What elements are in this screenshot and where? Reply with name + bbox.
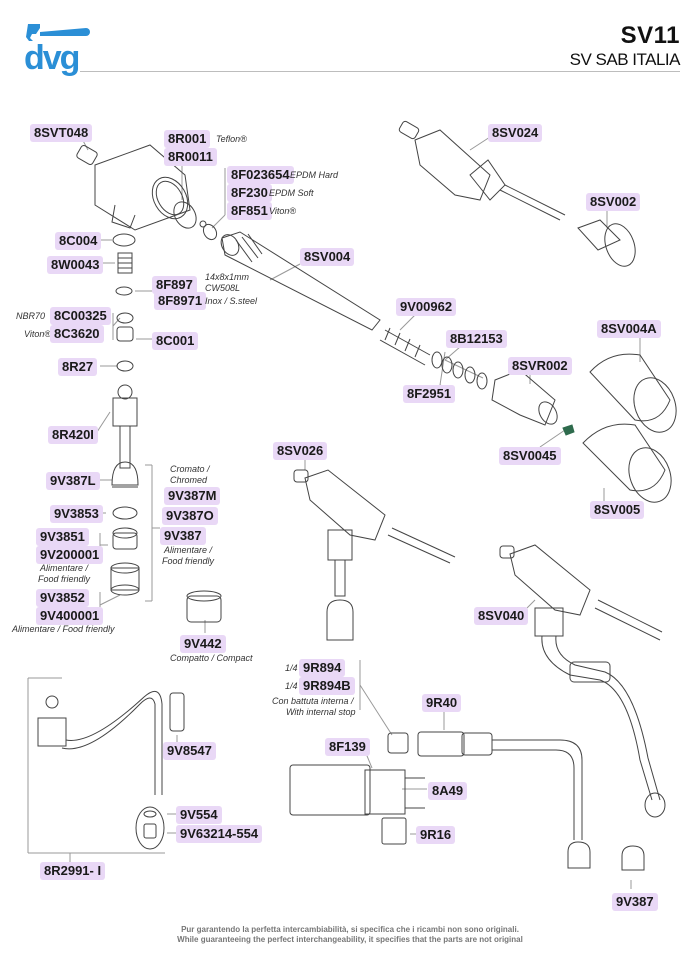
thread-note: 1/4	[285, 681, 298, 691]
dvg-logo	[26, 24, 90, 41]
valve-8SV026	[294, 470, 455, 640]
insert-9V8547	[170, 693, 184, 731]
part-label-9V00962[interactable]: 9V00962	[396, 298, 457, 316]
part-label-9V3852[interactable]: 9V3852	[36, 589, 89, 607]
food-note: Food friendly	[38, 574, 91, 584]
part-label-9R894B[interactable]: 9R894B	[299, 677, 355, 695]
part-label-9V387L[interactable]: 9V387L	[46, 472, 100, 490]
knob-8SV004A	[590, 354, 683, 438]
disclaimer-english: While guaranteeing the perfect interchan…	[177, 935, 523, 944]
solenoid-assembly	[290, 733, 425, 844]
material-note: EPDM Soft	[269, 188, 314, 198]
food-note: Alimentare /	[40, 563, 89, 573]
thread-note: 1/4	[285, 663, 298, 673]
part-label-9V8547[interactable]: 9V8547	[163, 742, 216, 760]
nozzle-9V387	[622, 846, 644, 870]
finish-note: Cromato /	[170, 464, 210, 474]
valve-body-8SVT048	[76, 144, 195, 230]
part-label-8R0011[interactable]: 8R0011	[164, 148, 217, 166]
part-label-9R894[interactable]: 9R894	[299, 659, 346, 677]
part-label-8C004[interactable]: 8C004	[55, 232, 102, 250]
part-label-8F023654[interactable]: 8F023654	[227, 166, 294, 184]
part-label-8F139[interactable]: 8F139	[325, 738, 370, 756]
part-label-8F897[interactable]: 8F897	[152, 276, 197, 294]
knob-8SV005	[583, 424, 678, 508]
part-label-9V387O[interactable]: 9V387O	[162, 507, 218, 525]
valve-8SV024	[398, 120, 565, 220]
part-label-9V387[interactable]: 9V387	[160, 527, 206, 545]
part-label-9V200001[interactable]: 9V200001	[36, 546, 104, 564]
food-note: Alimentare / Food friendly	[12, 624, 115, 634]
nut-8C001	[117, 327, 133, 341]
part-label-8SV040[interactable]: 8SV040	[474, 607, 529, 625]
material-note: Viton®	[24, 329, 51, 339]
part-label-8SVT048[interactable]: 8SVT048	[30, 124, 93, 142]
material-note: NBR70	[16, 311, 46, 321]
part-label-8F8971[interactable]: 8F8971	[154, 292, 207, 310]
valve-8SV040	[500, 545, 665, 817]
part-label-8SV0045[interactable]: 8SV0045	[499, 447, 561, 465]
part-label-8A49[interactable]: 8A49	[428, 782, 468, 800]
food-note: Alimentare /	[164, 545, 213, 555]
food-note: Food friendly	[162, 556, 215, 566]
part-label-8R27[interactable]: 8R27	[58, 358, 98, 376]
part-label-8F851[interactable]: 8F851	[227, 202, 272, 220]
part-label-8C001[interactable]: 8C001	[152, 332, 199, 350]
part-label-9R40[interactable]: 9R40	[422, 694, 462, 712]
part-label-8R001[interactable]: 8R001	[164, 130, 211, 148]
part-label-8SV026[interactable]: 8SV026	[273, 442, 328, 460]
part-label-8C00325[interactable]: 8C00325	[50, 307, 111, 325]
header-divider	[80, 71, 680, 72]
stop-note: Con battuta interna /	[272, 696, 354, 706]
spout-8R420I	[112, 385, 138, 487]
part-label-8SV004[interactable]: 8SV004	[300, 248, 355, 266]
clip-8SV0045	[563, 425, 574, 435]
stem-8SV004	[218, 231, 380, 330]
part-label-9V3851[interactable]: 9V3851	[36, 528, 89, 546]
part-label-8B12153[interactable]: 8B12153	[446, 330, 507, 348]
model-subtitle: SV SAB ITALIA	[569, 50, 681, 69]
part-label-8C3620[interactable]: 8C3620	[50, 325, 104, 343]
material-note: Inox / S.steel	[205, 296, 258, 306]
part-label-8W0043[interactable]: 8W0043	[47, 256, 104, 274]
part-label-8R420I[interactable]: 8R420I	[48, 426, 98, 444]
part-label-8F230[interactable]: 8F230	[227, 184, 272, 202]
disclaimer-italian: Pur garantendo la perfetta intercambiabi…	[181, 925, 519, 934]
part-label-9V442[interactable]: 9V442	[180, 635, 226, 653]
part-label-8SV005[interactable]: 8SV005	[590, 501, 645, 519]
spring-9V00962	[380, 328, 430, 365]
part-label-8SV004A[interactable]: 8SV004A	[597, 320, 661, 338]
fitting-9R40	[418, 732, 590, 868]
ring-8R001	[169, 198, 200, 232]
seat-8SVR002	[492, 370, 561, 427]
part-label-8SVR002[interactable]: 8SVR002	[508, 357, 572, 375]
stop-note: With internal stop	[286, 707, 356, 717]
part-label-8SV024[interactable]: 8SV024	[488, 124, 543, 142]
part-label-8F2951[interactable]: 8F2951	[403, 385, 456, 403]
part-label-8SV002[interactable]: 8SV002	[586, 193, 641, 211]
knob-8SV002	[578, 220, 641, 271]
alloy-note: CW508L	[205, 283, 241, 293]
part-label-9V554[interactable]: 9V554	[176, 806, 222, 824]
material-note: Teflon®	[216, 134, 247, 144]
finish-note: Chromed	[170, 475, 208, 485]
part-label-9V63214-554[interactable]: 9V63214-554	[176, 825, 263, 843]
model-title: SV11	[620, 22, 680, 49]
part-label-9V3853[interactable]: 9V3853	[50, 505, 103, 523]
part-label-9V400001[interactable]: 9V400001	[36, 607, 104, 625]
part-label-9V387M[interactable]: 9V387M	[164, 487, 221, 505]
material-note: EPDM Hard	[290, 170, 339, 180]
part-label-9V387-bottom[interactable]: 9V387	[612, 893, 658, 911]
part-label-9R16[interactable]: 9R16	[416, 826, 456, 844]
part-label-8R2991-I[interactable]: 8R2991- I	[40, 862, 106, 880]
spring-8W0043	[118, 253, 132, 273]
material-note: Viton®	[269, 206, 296, 216]
brand-wordmark: dvg	[24, 39, 80, 77]
pipe-8R2991-I	[38, 691, 162, 795]
size-note: 14x8x1mm	[205, 272, 250, 282]
size-note: Compatto / Compact	[170, 653, 253, 663]
